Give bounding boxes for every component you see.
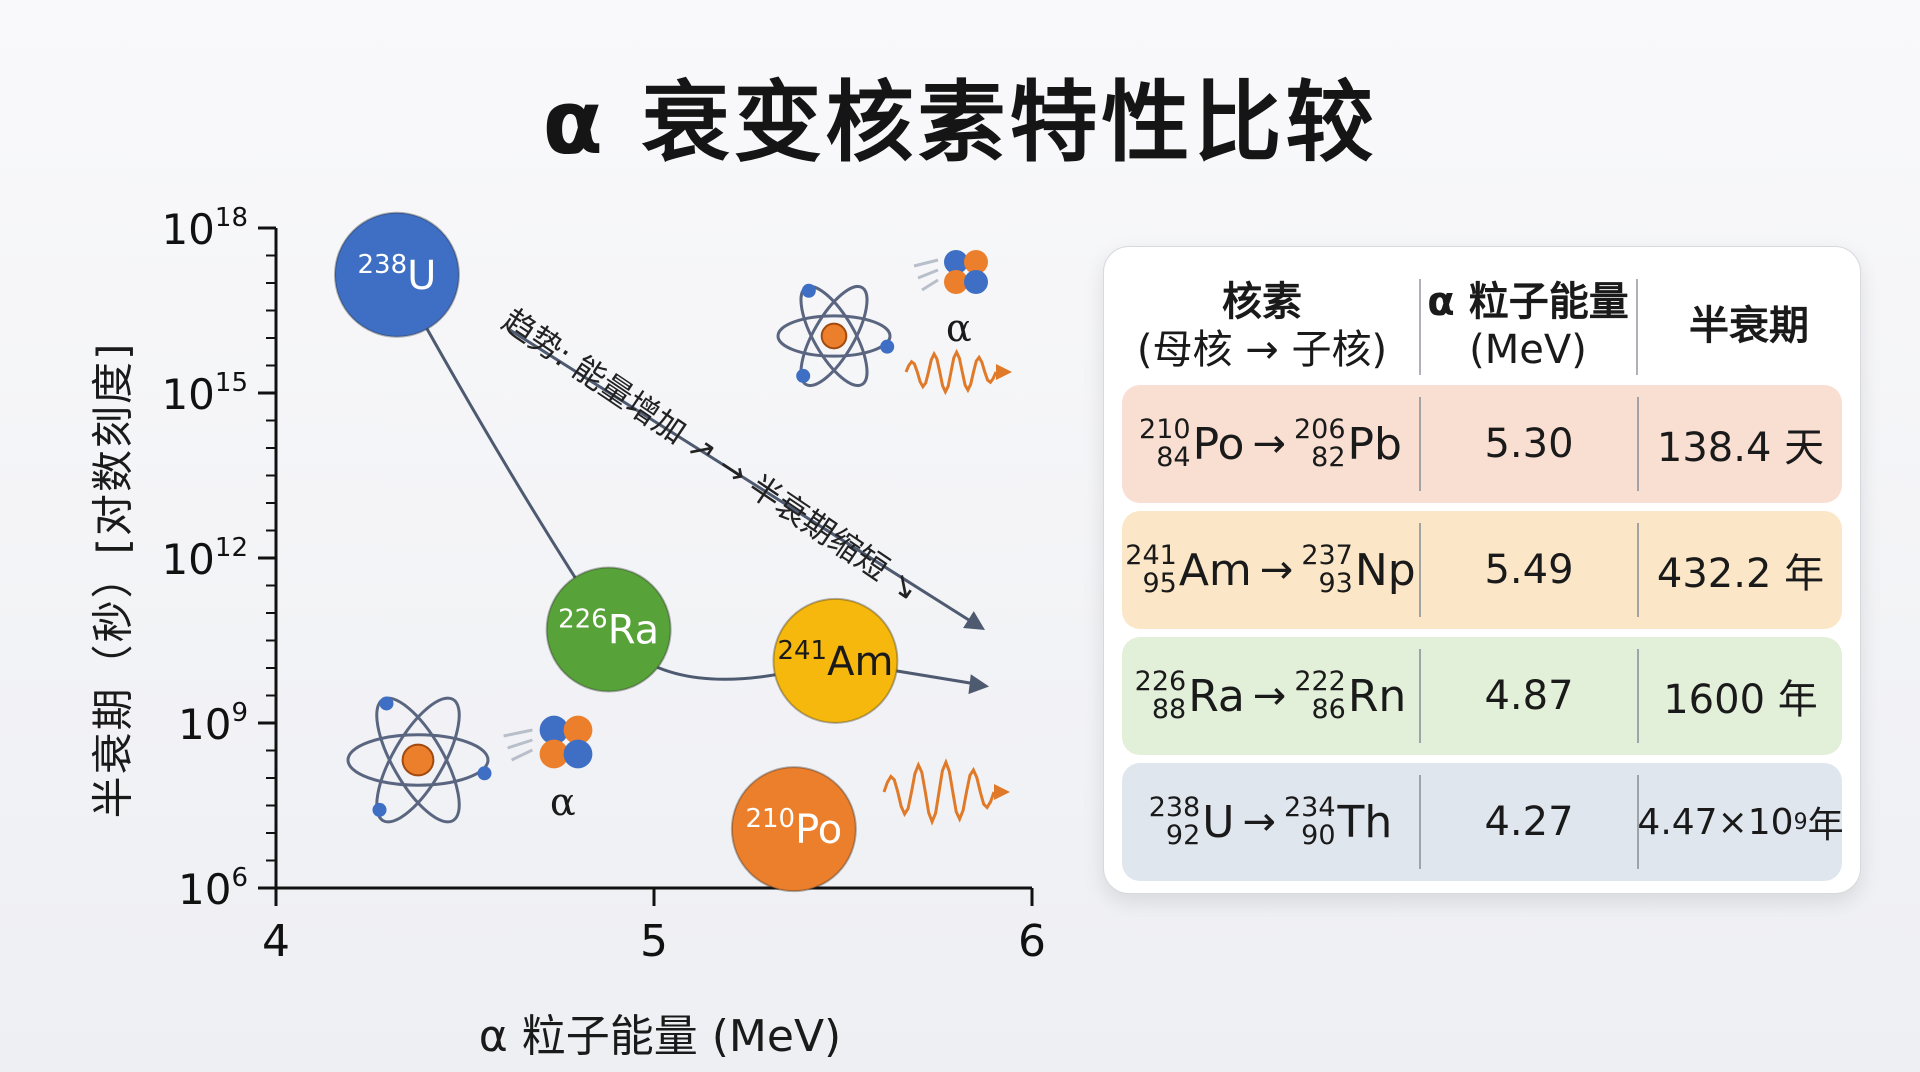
point-bubble	[333, 211, 460, 338]
arrow-head	[968, 674, 990, 695]
cell-halflife: 1600 年	[1663, 677, 1818, 723]
point-label: 241Am	[777, 636, 893, 685]
y-tick-label: 1018	[161, 203, 248, 254]
point-bubble	[545, 566, 672, 693]
atom-orbit	[346, 733, 490, 787]
trend-curves	[395, 274, 990, 695]
point-am: 241Am	[772, 597, 899, 724]
motion-line	[507, 738, 533, 750]
alpha-particle-icon	[503, 715, 593, 769]
electron	[880, 339, 895, 354]
cell-energy: 5.30	[1484, 421, 1574, 467]
header-nuclide-title: 核素	[1222, 279, 1302, 325]
nucleon	[539, 739, 569, 769]
cell-halflife: 432.2 年	[1656, 551, 1825, 597]
atom-icon	[346, 696, 492, 824]
motion-line	[921, 278, 939, 292]
gamma-wave-icon	[904, 348, 998, 396]
header-energy-title: α 粒子能量	[1427, 279, 1629, 325]
point-label: 238U	[357, 250, 436, 299]
electron	[379, 696, 394, 711]
motion-line	[917, 268, 939, 280]
atom-nucleus	[820, 322, 848, 350]
point-u: 238U	[333, 211, 460, 338]
point-po: 210Po	[730, 766, 857, 893]
gamma-wave-icon	[882, 758, 996, 826]
atom-orbit	[776, 314, 892, 358]
nucleon	[964, 270, 988, 294]
electron	[796, 368, 811, 383]
cell-energy: 4.27	[1484, 799, 1574, 845]
cell-halflife: 138.4 天	[1656, 425, 1825, 471]
alpha-label-bottom: α	[550, 780, 576, 824]
y-tick-label: 1012	[161, 533, 248, 584]
header-energy: α 粒子能量 (MeV)	[1420, 267, 1636, 385]
chart-axes: 1018 1015 1012 109 106 4 5 6	[161, 203, 1046, 967]
atom-icon	[776, 283, 895, 388]
atom-orbit	[375, 696, 461, 824]
atom-orbit	[799, 284, 869, 388]
table-header: 核素 (母核 → 子核) α 粒子能量 (MeV) 半衰期	[1104, 267, 1860, 385]
point-ra: 226Ra	[545, 566, 672, 693]
point-bubble	[730, 766, 857, 893]
electron	[477, 766, 492, 781]
x-axis-label: α 粒子能量 (MeV)	[478, 1011, 842, 1062]
nucleon	[563, 739, 593, 769]
nucleon	[563, 715, 593, 745]
decorations	[346, 250, 1012, 826]
header-halflife-title: 半衰期	[1689, 303, 1809, 349]
x-tick-label: 5	[640, 916, 668, 967]
header-halflife: 半衰期	[1638, 267, 1860, 385]
page-title: α 衰变核素特性比较	[542, 71, 1378, 174]
nucleon	[944, 250, 968, 274]
alpha-label-top: α	[946, 306, 972, 350]
header-divider	[1419, 279, 1421, 375]
header-nuclide-sub: (母核 → 子核)	[1136, 327, 1388, 373]
nucleon	[539, 715, 569, 745]
electron	[801, 283, 816, 298]
y-tick-label: 1015	[161, 368, 248, 419]
motion-line	[913, 258, 939, 268]
motion-line	[510, 748, 534, 762]
header-divider	[1636, 279, 1638, 375]
wave-arrow-head	[994, 784, 1010, 800]
point-bubble	[772, 597, 899, 724]
point-label: 226Ra	[558, 605, 659, 654]
atom-nucleus	[401, 743, 435, 777]
data-points: 238U 226Ra 241Am 210Po	[333, 211, 899, 893]
cell-energy: 4.87	[1484, 673, 1574, 719]
electron	[372, 802, 387, 817]
alpha-particle-icon	[913, 250, 988, 294]
cell-energy: 5.49	[1484, 547, 1574, 593]
nucleon	[944, 270, 968, 294]
y-tick-label: 106	[178, 863, 248, 914]
x-tick-label: 4	[262, 916, 290, 967]
x-tick-label: 6	[1018, 916, 1046, 967]
wave-arrow-head	[996, 364, 1012, 380]
arrow-head	[963, 611, 985, 630]
y-tick-label: 109	[178, 698, 248, 749]
header-energy-sub: (MeV)	[1469, 327, 1587, 373]
y-axis-label: 半衰期（秒）[对数刻度]	[88, 341, 138, 819]
nucleon	[964, 250, 988, 274]
point-label: 210Po	[745, 804, 842, 853]
trend-arrow-line	[509, 328, 973, 624]
header-nuclide: 核素 (母核 → 子核)	[1104, 267, 1420, 385]
motion-line	[503, 728, 533, 738]
